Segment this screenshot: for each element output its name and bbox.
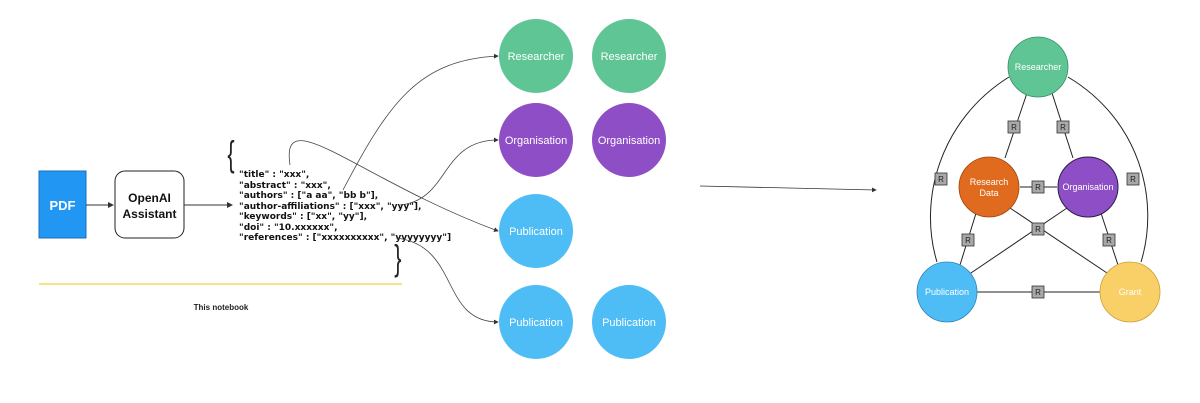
- organisation-label-1: Organisation: [505, 135, 567, 147]
- organisation-circle-1: [499, 103, 573, 177]
- publication-label-ref-1: Publication: [509, 317, 563, 329]
- relation-box: R: [961, 233, 975, 247]
- relation-box: R: [934, 172, 948, 186]
- entities-to-graph-arrow: [699, 185, 877, 193]
- relation-box: R: [1031, 180, 1045, 194]
- graph-node-research-data: Research Data: [958, 156, 1020, 218]
- researcher-circle-2: [592, 19, 666, 93]
- graph-research-data-label-line1: Research: [970, 177, 1009, 187]
- knowledge-graph: R R R R R R R R R Researcher Research Da…: [916, 36, 1161, 323]
- researcher-circle-1: [499, 19, 573, 93]
- json-line-keywords: "keywords" : ["xx", "yy"],: [239, 212, 367, 222]
- entity-researcher-2: Researcher: [592, 19, 666, 93]
- graph-node-grant: Grant: [1099, 261, 1161, 323]
- researcher-label-2: Researcher: [601, 51, 658, 63]
- publication-label-ref-2: Publication: [602, 317, 656, 329]
- openai-assistant-label-line1: OpenAI: [128, 191, 171, 205]
- svg-text:R: R: [1106, 236, 1112, 245]
- json-line-authors: "authors" : ["a aa", "bb b"],: [239, 191, 378, 201]
- notebook-caption: This notebook: [194, 303, 249, 312]
- graph-organisation-label: Organisation: [1062, 182, 1113, 192]
- json-line-title: "title" : "xxx",: [239, 170, 309, 180]
- svg-text:R: R: [1035, 183, 1041, 192]
- references-to-publication-arrow: [395, 237, 499, 325]
- graph-node-publication: Publication: [916, 261, 978, 323]
- publication-circle-main: [499, 194, 573, 268]
- openai-assistant-label-line2: Assistant: [122, 207, 176, 221]
- json-line-affiliations: "author-affiliations" : ["xxx", "yyy"],: [239, 202, 421, 212]
- entity-organisation-1: Organisation: [499, 103, 573, 177]
- mapping-arrows: [288, 53, 499, 325]
- entity-researcher-1: Researcher: [499, 19, 573, 93]
- json-line-doi: "doi" : "10.xxxxxx",: [239, 223, 338, 233]
- edge-organisation-publication: [967, 207, 1068, 276]
- publication-circle-ref-1: [499, 285, 573, 359]
- entity-organisation-2: Organisation: [592, 103, 666, 177]
- graph-grant-label: Grant: [1119, 287, 1142, 297]
- pdf-label: PDF: [50, 198, 76, 213]
- relation-box: R: [1056, 120, 1070, 134]
- publication-label-main: Publication: [509, 226, 563, 238]
- title-to-publication-arrow: [288, 140, 499, 232]
- svg-text:R: R: [1011, 123, 1017, 132]
- edge-researcher-publication: [930, 76, 1010, 263]
- organisation-circle-2: [592, 103, 666, 177]
- edge-researchdata-grant: [1009, 207, 1111, 276]
- researcher-label-1: Researcher: [508, 51, 565, 63]
- relation-box: R: [1007, 120, 1021, 134]
- graph-node-researcher: Researcher: [1007, 36, 1069, 98]
- graph-research-data-label-line2: Data: [979, 188, 998, 198]
- entity-publication-ref-1: Publication: [499, 285, 573, 359]
- svg-text:R: R: [1035, 288, 1041, 297]
- relation-labels: R R R R R R R R R: [934, 120, 1140, 299]
- json-output: "title" : "xxx", "abstract" : "xxx", "au…: [239, 170, 451, 243]
- publication-circle-ref-2: [592, 285, 666, 359]
- svg-text:R: R: [965, 236, 971, 245]
- svg-text:R: R: [1060, 123, 1066, 132]
- pdf-box: [38, 170, 87, 239]
- json-line-references: "references" : ["xxxxxxxxxx", "yyyyyyyy"…: [239, 233, 451, 243]
- svg-text:R: R: [1035, 225, 1041, 234]
- graph-node-organisation: Organisation: [1057, 156, 1119, 218]
- relation-box: R: [1031, 285, 1045, 299]
- affiliations-to-organisation-arrow: [399, 137, 499, 206]
- relation-box: R: [1126, 172, 1140, 186]
- svg-text:R: R: [1130, 175, 1136, 184]
- organisation-label-2: Organisation: [598, 135, 660, 147]
- entity-publication-main: Publication: [499, 194, 573, 268]
- relation-box: R: [1031, 222, 1045, 236]
- graph-researcher-label: Researcher: [1015, 62, 1062, 72]
- svg-text:R: R: [938, 175, 944, 184]
- entity-publication-ref-2: Publication: [592, 285, 666, 359]
- authors-to-researcher-arrow: [342, 53, 499, 191]
- relation-box: R: [1102, 233, 1116, 247]
- json-close-brace: }: [394, 238, 401, 278]
- json-line-abstract: "abstract" : "xxx",: [239, 181, 331, 191]
- json-open-brace: {: [227, 134, 234, 174]
- edge-researcher-grant: [1067, 76, 1149, 263]
- graph-publication-label: Publication: [925, 287, 969, 297]
